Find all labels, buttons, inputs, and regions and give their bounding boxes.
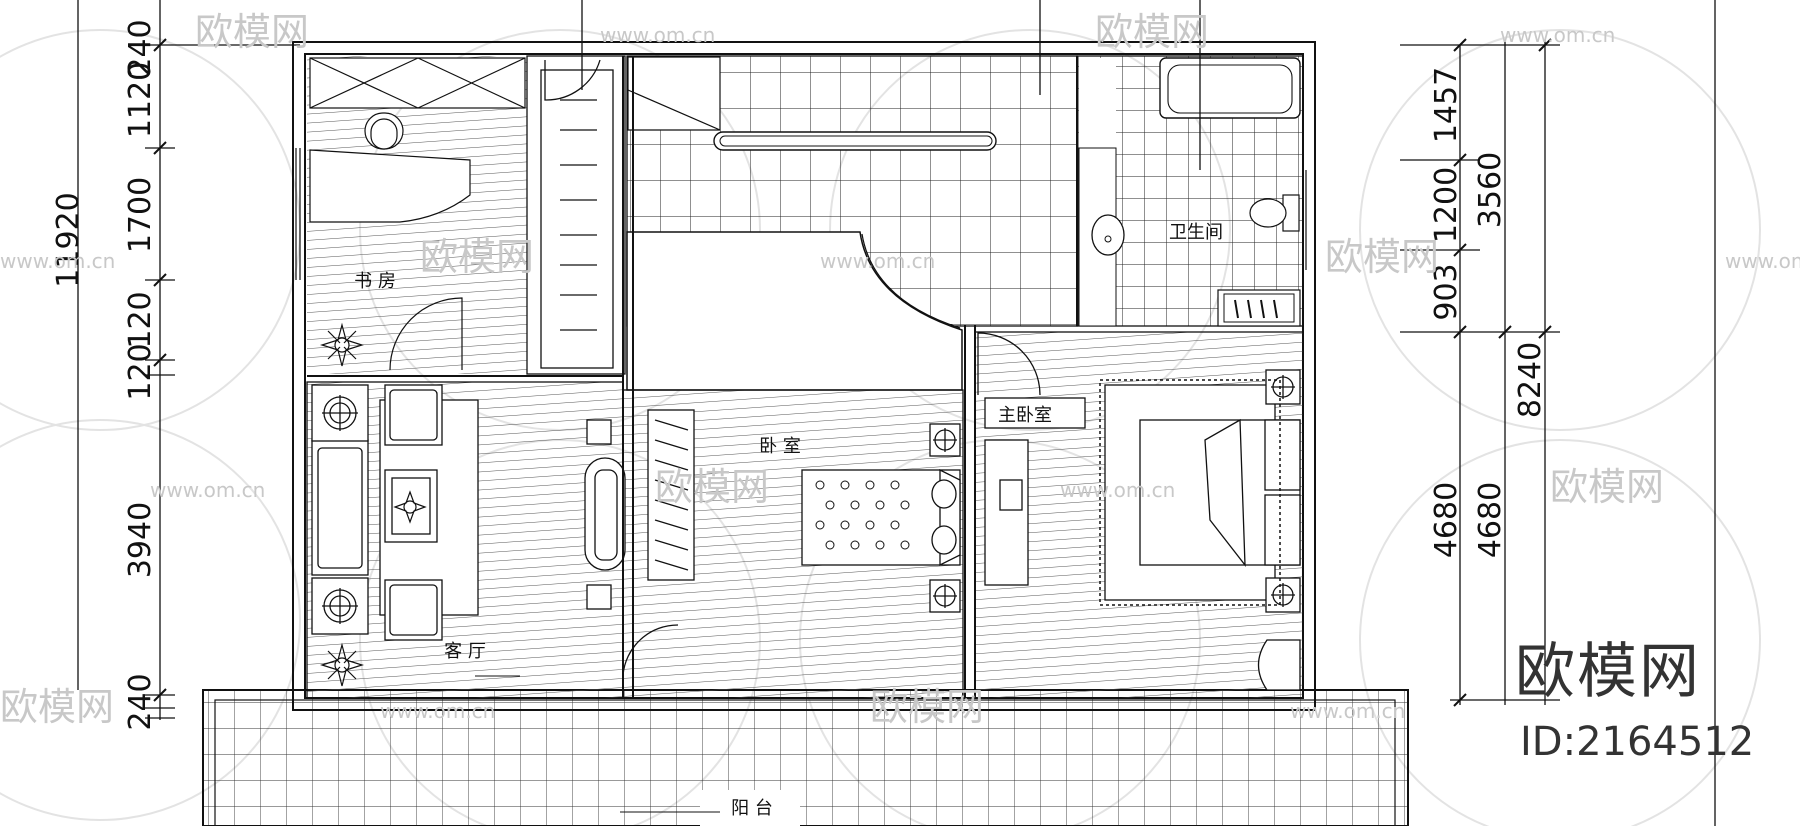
dim-right-outer-3: 4680 xyxy=(1473,482,1508,558)
watermark-url: www.om.cn xyxy=(1725,249,1800,273)
watermark-brand: 欧模网 xyxy=(870,685,984,729)
watermark-url: www.om.cn xyxy=(380,699,495,723)
dim-left-6: 3940 xyxy=(123,502,158,578)
dim-right-3: 903 xyxy=(1429,263,1464,320)
plant-icon xyxy=(319,322,365,367)
dim-left-1: 240 xyxy=(123,19,158,76)
dim-left-3: 1700 xyxy=(123,177,158,253)
watermark-url: www.om.cn xyxy=(0,249,115,273)
dim-right-outer-2: 8240 xyxy=(1513,342,1548,418)
study-desk xyxy=(309,112,471,223)
watermark-brand: 欧模网 xyxy=(0,685,114,729)
balcony xyxy=(202,689,1409,826)
bathroom-label: 卫生间 xyxy=(1169,222,1223,243)
dim-right-outer-1: 3560 xyxy=(1473,152,1508,228)
watermark-layer: 欧模网 欧模网 欧模网 欧模网 欧模网 欧模网 欧模网 欧模网 www.om.c… xyxy=(0,10,1800,729)
dim-left-total: 11920 xyxy=(51,192,86,287)
watermark-brand: 欧模网 xyxy=(1550,465,1664,509)
plant-icon xyxy=(319,642,365,687)
study-wardrobe xyxy=(309,57,526,109)
balcony-label: 阳 台 xyxy=(731,798,773,819)
model-id: ID:2164512 xyxy=(1520,719,1755,765)
study-window xyxy=(295,148,301,280)
watermark-brand: 欧模网 xyxy=(1095,10,1209,54)
watermark-url: www.om.cn xyxy=(1500,23,1615,47)
study-label: 书 房 xyxy=(354,271,396,292)
interior-walls xyxy=(307,56,1078,698)
stairwell xyxy=(626,0,1078,391)
watermark-brand: 欧模网 xyxy=(655,465,769,509)
living-room-label: 客 厅 xyxy=(444,641,486,662)
dim-left-7: 240 xyxy=(123,673,158,730)
watermark-url: www.om.cn xyxy=(600,23,715,47)
rug-border xyxy=(1099,379,1281,606)
master-bedroom-furniture xyxy=(977,332,1301,691)
dim-left-4: 120 xyxy=(123,291,158,348)
sofa-set xyxy=(311,384,612,641)
dim-left-5: 120 xyxy=(123,343,158,400)
brand-logo-text: 欧模网 xyxy=(1515,637,1701,707)
bed-pattern xyxy=(815,480,910,550)
watermark-url: www.om.cn xyxy=(1060,478,1175,502)
watermark-url: www.om.cn xyxy=(150,478,265,502)
bathroom xyxy=(1076,0,1307,327)
watermark-url: www.om.cn xyxy=(820,249,935,273)
watermark-brand: 欧模网 xyxy=(1325,235,1439,279)
watermark-brand: 欧模网 xyxy=(195,10,309,54)
master-bedroom-label: 主卧室 xyxy=(998,405,1052,426)
watermark-brand: 欧模网 xyxy=(420,235,534,279)
study-door-swing xyxy=(389,297,463,371)
flower-icon xyxy=(393,490,427,524)
dim-right-1: 1457 xyxy=(1429,67,1464,143)
watermark-url: www.om.cn xyxy=(1290,699,1405,723)
bedroom-label: 卧 室 xyxy=(759,436,801,457)
dimension-ticks xyxy=(153,38,1552,707)
dim-right-4: 4680 xyxy=(1429,482,1464,558)
stair-strip xyxy=(526,0,626,375)
dim-right-2: 1200 xyxy=(1429,167,1464,243)
dim-left-2: 1120 xyxy=(123,62,158,138)
